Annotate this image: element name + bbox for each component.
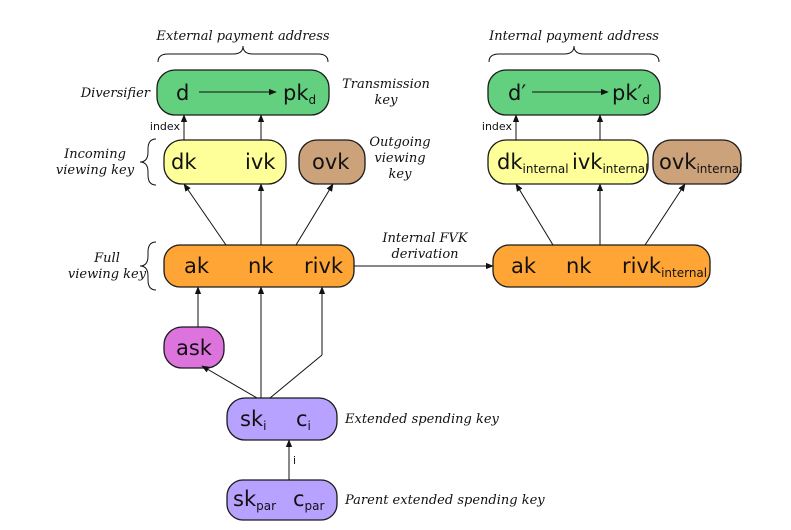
node-ivk-internal: ivkinternal — [572, 150, 648, 176]
ifvk-to-dk-arrow — [515, 183, 554, 246]
label-internal-payment-address: Internal payment address — [488, 29, 659, 44]
label-diversifier: Diversifier — [80, 86, 151, 101]
label-transmission-key-1: Transmission — [342, 77, 430, 92]
sk-to-rivk-arrow — [269, 354, 323, 399]
label-transmission-key-2: key — [375, 93, 399, 108]
label-internal-fvk-derivation-1: Internal FVK — [381, 231, 468, 246]
parent-extended-spending-key-box — [226, 479, 338, 521]
label-external-payment-address: External payment address — [155, 29, 330, 44]
extended-spending-key-box — [226, 397, 338, 441]
ifvk-to-ovk-arrow — [644, 183, 686, 246]
incoming-viewing-key-brace — [139, 138, 157, 186]
node-dk: dk — [171, 150, 197, 174]
node-dk-internal: dkinternal — [497, 150, 569, 176]
node-pk: pkd — [283, 81, 316, 107]
label-incoming-viewing-key-1: Incoming — [63, 147, 126, 162]
label-full-viewing-key-1: Full — [93, 251, 120, 266]
fvk-to-ovk-arrow — [295, 183, 334, 246]
node-nk-internal: nk — [566, 254, 592, 278]
node-d: d — [176, 81, 189, 105]
label-extended-spending-key: Extended spending key — [344, 412, 500, 427]
node-rivk-internal: rivkinternal — [622, 254, 707, 280]
internal-incoming-viewing-key-box — [487, 139, 649, 185]
node-ak: ak — [184, 254, 210, 278]
label-full-viewing-key-2: viewing key — [68, 267, 147, 282]
node-c-par: cpar — [293, 487, 325, 513]
fvk-to-dk-arrow — [183, 183, 227, 246]
node-pk-prime: pk′d — [612, 81, 650, 107]
external-address-brace — [157, 45, 329, 63]
node-ask: ask — [176, 336, 213, 360]
full-viewing-key-brace — [139, 241, 157, 291]
label-internal-fvk-derivation-2: derivation — [391, 247, 458, 262]
label-i-edge: i — [293, 454, 296, 467]
label-outgoing-viewing-key-1: Outgoing — [369, 135, 430, 150]
label-outgoing-viewing-key-3: key — [389, 167, 413, 182]
label-incoming-viewing-key-2: viewing key — [56, 163, 135, 178]
node-ivk: ivk — [245, 150, 276, 174]
sk-to-ask-arrow — [201, 365, 258, 399]
ovk-internal-box — [652, 139, 742, 185]
node-nk: nk — [248, 254, 274, 278]
node-sk-i: ski — [240, 407, 266, 433]
node-d-prime: d′ — [508, 81, 526, 105]
incoming-viewing-key-box — [163, 139, 287, 185]
label-index-left: index — [150, 120, 181, 133]
label-index-right: index — [482, 120, 513, 133]
internal-address-brace — [488, 45, 660, 63]
node-c-i: ci — [296, 407, 311, 433]
label-parent-extended-spending-key: Parent extended spending key — [344, 493, 545, 508]
node-rivk: rivk — [304, 254, 344, 278]
node-ovk: ovk — [312, 150, 350, 174]
node-ak-internal: ak — [511, 254, 537, 278]
node-sk-par: skpar — [233, 487, 276, 513]
ask-box — [163, 326, 225, 369]
node-ovk-internal: ovkinternal — [659, 150, 742, 176]
label-outgoing-viewing-key-2: viewing — [374, 151, 425, 166]
